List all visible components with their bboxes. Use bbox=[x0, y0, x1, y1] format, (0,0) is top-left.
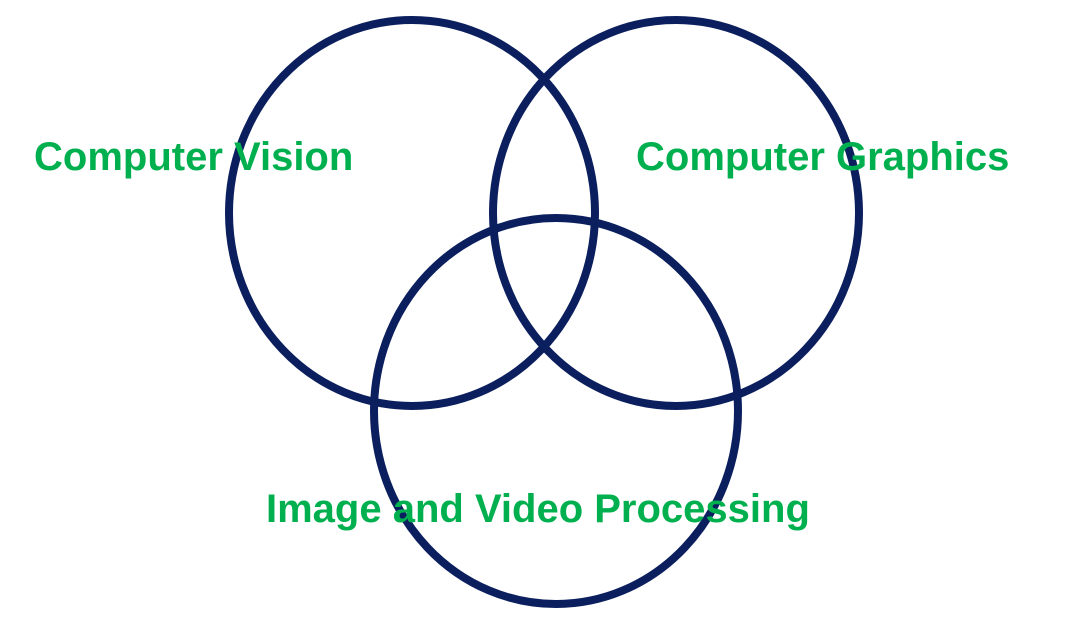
label-image-video-processing: Image and Video Processing bbox=[266, 487, 810, 531]
label-computer-graphics: Computer Graphics bbox=[636, 135, 1009, 179]
label-computer-vision: Computer Vision bbox=[34, 135, 353, 179]
circle-computer-vision bbox=[225, 16, 599, 410]
circle-image-video-processing bbox=[370, 214, 742, 608]
circle-computer-graphics bbox=[489, 16, 863, 410]
